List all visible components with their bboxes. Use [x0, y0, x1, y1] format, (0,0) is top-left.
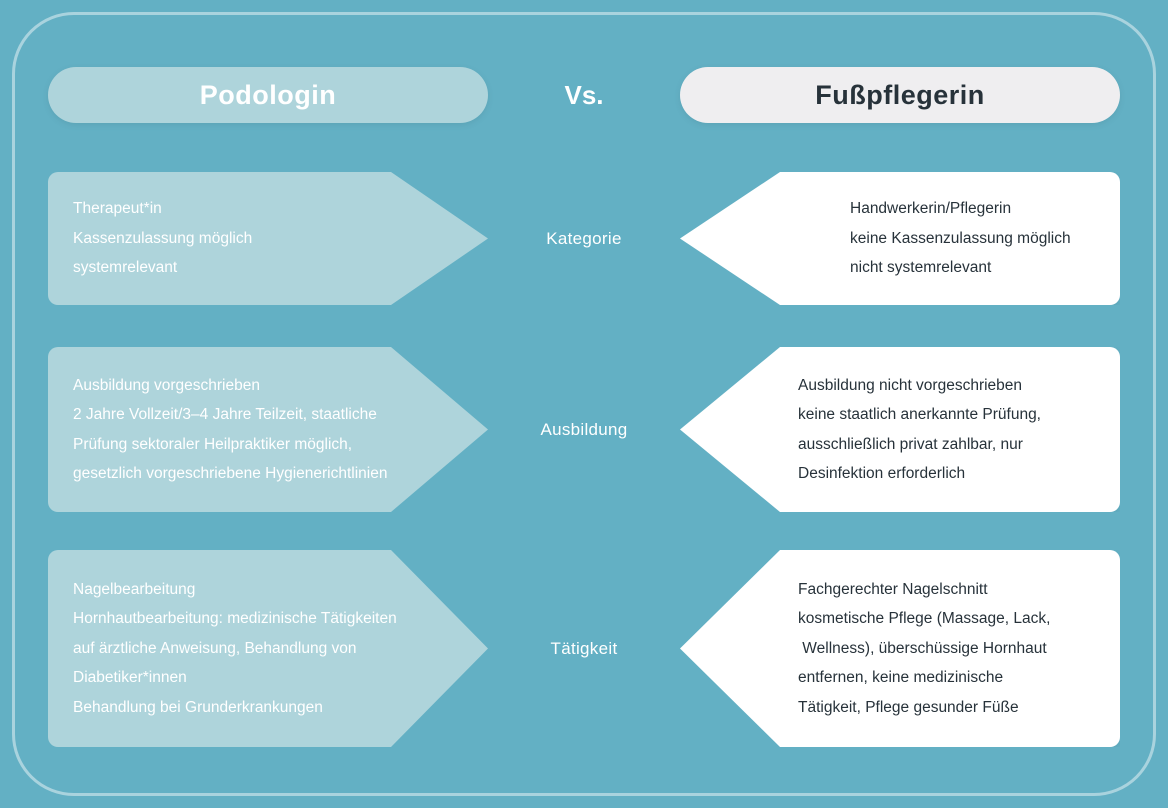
left-column-title-pill: Podologin — [48, 67, 488, 123]
comparison-rows: Therapeut*in Kassenzulassung möglich sys… — [48, 172, 1120, 747]
row-label-ausbildung: Ausbildung — [540, 419, 628, 439]
row-label-kategorie: Kategorie — [546, 228, 622, 248]
row-label-taetigkeit: Tätigkeit — [550, 638, 618, 658]
fusspflegerin-taetigkeit-text: Fachgerechter Nagelschnitt kosmetische P… — [798, 580, 1051, 716]
fusspflegerin-kategorie-text: Handwerkerin/Pflegerin keine Kassenzulas… — [850, 200, 1071, 277]
podologin-ausbildung-arrow: Ausbildung vorgeschrieben 2 Jahre Vollze… — [48, 347, 488, 512]
right-column-title-pill: Fußpflegerin — [680, 67, 1120, 123]
podologin-kategorie-arrow: Therapeut*in Kassenzulassung möglich sys… — [48, 172, 488, 305]
right-column-title: Fußpflegerin — [815, 79, 985, 110]
row-kategorie: Therapeut*in Kassenzulassung möglich sys… — [48, 172, 1120, 305]
header-row: Podologin Vs. Fußpflegerin — [48, 67, 1120, 123]
fusspflegerin-ausbildung-text: Ausbildung nicht vorgeschrieben keine st… — [798, 376, 1041, 483]
left-column-title: Podologin — [199, 79, 337, 110]
podologin-ausbildung-text: Ausbildung vorgeschrieben 2 Jahre Vollze… — [73, 376, 388, 482]
fusspflegerin-ausbildung-arrow: Ausbildung nicht vorgeschrieben keine st… — [680, 347, 1120, 512]
row-taetigkeit: Nagelbearbeitung Hornhautbearbeitung: me… — [48, 550, 1120, 747]
row-ausbildung: Ausbildung vorgeschrieben 2 Jahre Vollze… — [48, 347, 1120, 512]
vs-label: Vs. — [564, 79, 604, 110]
fusspflegerin-kategorie-arrow: Handwerkerin/Pflegerin keine Kassenzulas… — [680, 172, 1120, 305]
podologin-taetigkeit-text: Nagelbearbeitung Hornhautbearbeitung: me… — [73, 580, 397, 716]
podologin-taetigkeit-arrow: Nagelbearbeitung Hornhautbearbeitung: me… — [48, 550, 488, 747]
fusspflegerin-taetigkeit-arrow: Fachgerechter Nagelschnitt kosmetische P… — [680, 550, 1120, 747]
podologin-kategorie-text: Therapeut*in Kassenzulassung möglich sys… — [73, 200, 253, 277]
